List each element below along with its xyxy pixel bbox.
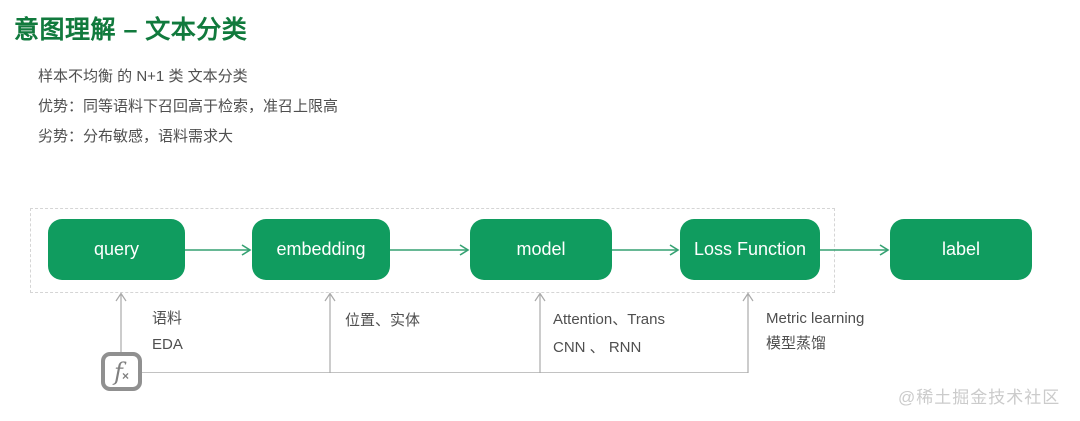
annotation-arrow-to-loss: [742, 292, 754, 373]
flow-arrow-query-to-embedding: [185, 244, 252, 256]
watermark: @稀土掘金技术社区: [898, 388, 1061, 407]
flow-arrow-embedding-to-model: [390, 244, 470, 256]
annotation-embedding: 位置、实体: [345, 308, 420, 334]
flow-arrow-model-to-loss: [612, 244, 680, 256]
fx-function-icon: f×: [101, 352, 142, 391]
annotation-loss-line-1: Metric learning: [766, 310, 865, 327]
annotation-model: Attention、Trans CNN 、 RNN: [553, 306, 665, 362]
annotation-query-line-2: EDA: [152, 336, 183, 353]
node-embedding: embedding: [252, 219, 390, 280]
flow-arrow-loss-to-label: [820, 244, 890, 256]
fx-icon-f-glyph: f: [114, 357, 123, 386]
node-query: query: [48, 219, 185, 280]
node-model: model: [470, 219, 612, 280]
fx-icon-x-glyph: ×: [121, 369, 129, 383]
description-line-3: 劣势：分布敏感，语料需求大: [38, 128, 234, 145]
annotation-loss-line-2: 模型蒸馏: [766, 335, 827, 352]
annotation-model-line-2: CNN 、 RNN: [553, 339, 642, 356]
annotation-query-line-1: 语料: [152, 310, 183, 327]
description-line-2: 优势：同等语料下召回高于检索，准召上限高: [38, 98, 339, 115]
annotation-model-line-1: Attention、Trans: [553, 311, 665, 328]
description-block: 样本不均衡 的 N+1 类 文本分类 优势：同等语料下召回高于检索，准召上限高 …: [38, 62, 338, 152]
annotation-arrow-to-query: [115, 292, 127, 353]
annotation-embedding-line-1: 位置、实体: [345, 312, 421, 329]
page-title: 意图理解 – 文本分类: [14, 16, 248, 44]
node-loss-function: Loss Function: [680, 219, 820, 280]
annotation-loss: Metric learning 模型蒸馏: [766, 306, 864, 356]
annotation-arrow-to-embedding: [324, 292, 336, 373]
node-label: label: [890, 219, 1032, 280]
annotation-connector-line: [141, 372, 748, 373]
description-line-1: 样本不均衡 的 N+1 类 文本分类: [38, 68, 248, 85]
annotation-arrow-to-model: [534, 292, 546, 373]
annotation-query: 语料 EDA: [152, 306, 183, 358]
